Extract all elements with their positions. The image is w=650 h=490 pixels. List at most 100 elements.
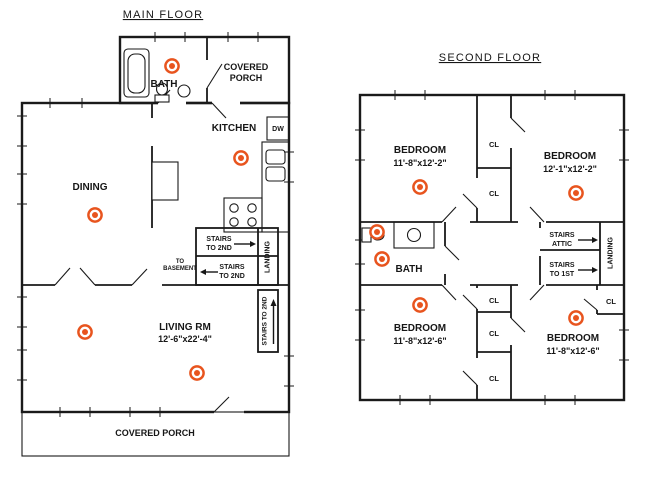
closet-label: CL bbox=[489, 296, 499, 305]
stairs-attic-label: ATTIC bbox=[552, 241, 572, 248]
second-floor-windows bbox=[355, 90, 629, 405]
arrow-head-icon bbox=[250, 241, 256, 247]
bath-door-gap bbox=[158, 100, 186, 106]
closet-label: CL bbox=[489, 189, 499, 198]
kitchen-label: KITCHEN bbox=[212, 123, 256, 134]
landing-label: LANDING bbox=[608, 237, 615, 269]
burner-icon bbox=[229, 217, 239, 227]
photo-hotspot[interactable] bbox=[233, 150, 249, 166]
photo-hotspot[interactable] bbox=[412, 179, 428, 195]
stairs-first-label: STAIRS bbox=[549, 262, 574, 269]
closet-label: CL bbox=[606, 297, 616, 306]
to-basement-label: BASEMENT bbox=[163, 266, 197, 272]
vertical-stair-wall bbox=[257, 289, 279, 353]
covered-porch-top-label: COVERED bbox=[224, 62, 269, 72]
closet-column-top-wall bbox=[476, 95, 512, 222]
living-room-dims: 12'-6"x22'-4" bbox=[158, 334, 212, 344]
second-floor-plan: SECOND FLOOR bbox=[355, 52, 629, 405]
stairs-down-label: TO 2ND bbox=[219, 273, 245, 280]
photo-hotspot[interactable] bbox=[369, 224, 385, 240]
dishwasher-box bbox=[266, 116, 290, 141]
stair-run-divider-wall bbox=[196, 228, 278, 285]
photo-hotspot[interactable] bbox=[164, 58, 180, 74]
photo-hotspot[interactable] bbox=[568, 310, 584, 326]
bedroom-nw-label: BEDROOM bbox=[394, 145, 446, 156]
dishwasher-label: DW bbox=[272, 126, 284, 133]
stair-enclosure-wall bbox=[539, 222, 601, 285]
sink-bowl-icon bbox=[265, 166, 286, 182]
stove-icon bbox=[223, 197, 263, 233]
arrow-head-icon bbox=[592, 237, 598, 243]
second-floor-walls bbox=[358, 93, 626, 402]
photo-hotspot[interactable] bbox=[568, 185, 584, 201]
arrow-head-icon bbox=[200, 269, 206, 275]
closet-label: CL bbox=[489, 140, 499, 149]
photo-hotspot[interactable] bbox=[374, 251, 390, 267]
covered-porch-top-label: PORCH bbox=[230, 73, 263, 83]
covered-porch-bottom-label: COVERED PORCH bbox=[115, 428, 195, 438]
kitchen-counter bbox=[261, 141, 290, 233]
burner-icon bbox=[247, 203, 257, 213]
living-room-label: LIVING RM bbox=[159, 322, 211, 333]
sink-icon bbox=[177, 84, 191, 98]
burner-icon bbox=[247, 217, 257, 227]
bath-label: BATH bbox=[150, 79, 177, 90]
main-stairs-up: STAIRS TO 2ND bbox=[206, 236, 256, 252]
second-stairs-attic: STAIRS ATTIC bbox=[549, 232, 598, 248]
second-floor-doors bbox=[441, 117, 598, 386]
window-ticks-extension bbox=[154, 32, 259, 42]
window-ticks-top bbox=[394, 90, 576, 100]
second-outer-wall bbox=[358, 93, 626, 402]
bedroom-sw-dims: 11'-8"x12'-6" bbox=[393, 336, 446, 346]
bath-label: BATH bbox=[395, 264, 422, 275]
toilet-tank-icon bbox=[154, 94, 170, 103]
second-stairs-first: STAIRS TO 1ST bbox=[549, 262, 598, 278]
bedroom-se-label: BEDROOM bbox=[547, 333, 599, 344]
bedroom-ne-label: BEDROOM bbox=[544, 151, 596, 162]
window-ticks-right bbox=[619, 129, 629, 361]
bathtub-inner-icon bbox=[127, 53, 146, 94]
dining-label: DINING bbox=[73, 182, 108, 193]
window-ticks-bottom bbox=[399, 395, 576, 405]
toilet-bowl-icon bbox=[155, 82, 169, 96]
to-basement-label: TO bbox=[176, 259, 185, 265]
door-leaf-lines bbox=[441, 117, 598, 386]
bedroom-se-dims: 11'-8"x12'-6" bbox=[546, 346, 599, 356]
closet-label: CL bbox=[489, 374, 499, 383]
bedroom-ne-dims: 12'-1"x12'-2" bbox=[543, 164, 597, 174]
arrow-head-icon bbox=[270, 299, 277, 306]
door-leaf-lines bbox=[54, 63, 230, 413]
photo-hotspot[interactable] bbox=[189, 365, 205, 381]
main-stairs-vertical: STAIRS TO 2ND bbox=[262, 296, 277, 345]
photo-hotspot[interactable] bbox=[412, 297, 428, 313]
stairs-vertical-label: STAIRS TO 2ND bbox=[262, 296, 269, 345]
porch-door-gap bbox=[212, 100, 240, 106]
arrow-head-icon bbox=[592, 267, 598, 273]
main-bath-fixtures bbox=[123, 48, 191, 103]
main-outer-wall bbox=[20, 101, 291, 414]
covered-porch-outline bbox=[21, 411, 290, 457]
closet-column-bottom-wall bbox=[476, 285, 512, 400]
closet-label: CL bbox=[489, 329, 499, 338]
window-ticks-top bbox=[49, 98, 83, 108]
pantry-box bbox=[151, 161, 179, 201]
bedroom-nw-dims: 11'-8"x12'-2" bbox=[393, 158, 446, 168]
stairs-up-label: TO 2ND bbox=[206, 245, 232, 252]
photo-hotspot[interactable] bbox=[77, 324, 93, 340]
photo-hotspot[interactable] bbox=[87, 207, 103, 223]
main-floor-doors bbox=[54, 63, 230, 413]
bathtub-icon bbox=[123, 48, 150, 98]
main-floor-walls bbox=[20, 35, 291, 457]
window-ticks-bottom bbox=[59, 407, 161, 417]
main-floor-plan: MAIN FLOOR bbox=[17, 9, 294, 457]
main-stairs-down: STAIRS TO 2ND bbox=[200, 264, 245, 280]
bedroom-sw-label: BEDROOM bbox=[394, 323, 446, 334]
sink-bowl-icon bbox=[265, 149, 286, 165]
sink-icon bbox=[406, 227, 422, 243]
window-ticks-left bbox=[355, 129, 365, 341]
landing-label: LANDING bbox=[265, 241, 272, 273]
second-floor-title: SECOND FLOOR bbox=[439, 52, 541, 64]
main-floor-title: MAIN FLOOR bbox=[123, 9, 203, 21]
